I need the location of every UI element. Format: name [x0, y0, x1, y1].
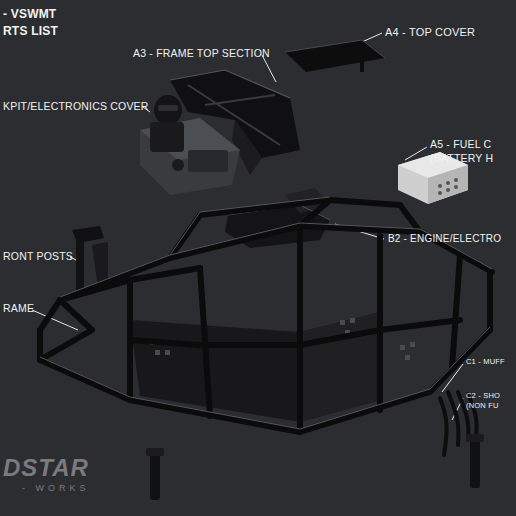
part-label: A4 - TOP COVER [385, 25, 475, 39]
cockpit-cover [140, 95, 240, 195]
shock-absorbers [146, 434, 484, 500]
part-label: RAME [3, 302, 34, 316]
top-cover [285, 40, 385, 72]
part-label: A5 - FUEL C (BATTERY H [430, 138, 510, 165]
part-label: B2 - ENGINE/ELECTRO [388, 232, 501, 245]
part-label: C1 - MUFF [466, 357, 505, 367]
part-label: C2 - SHO (NON FU [466, 391, 512, 411]
part-label: A3 - FRAME TOP SECTION [133, 47, 270, 61]
watermark: DSTAR [3, 452, 89, 483]
parts-list-title: - VSWMT RTS LIST [3, 6, 79, 41]
main-frame [40, 197, 492, 432]
part-label: KPIT/ELECTRONICS COVER [3, 100, 149, 114]
part-label: RONT POSTS [3, 250, 73, 264]
watermark: - WORKS [22, 483, 90, 495]
